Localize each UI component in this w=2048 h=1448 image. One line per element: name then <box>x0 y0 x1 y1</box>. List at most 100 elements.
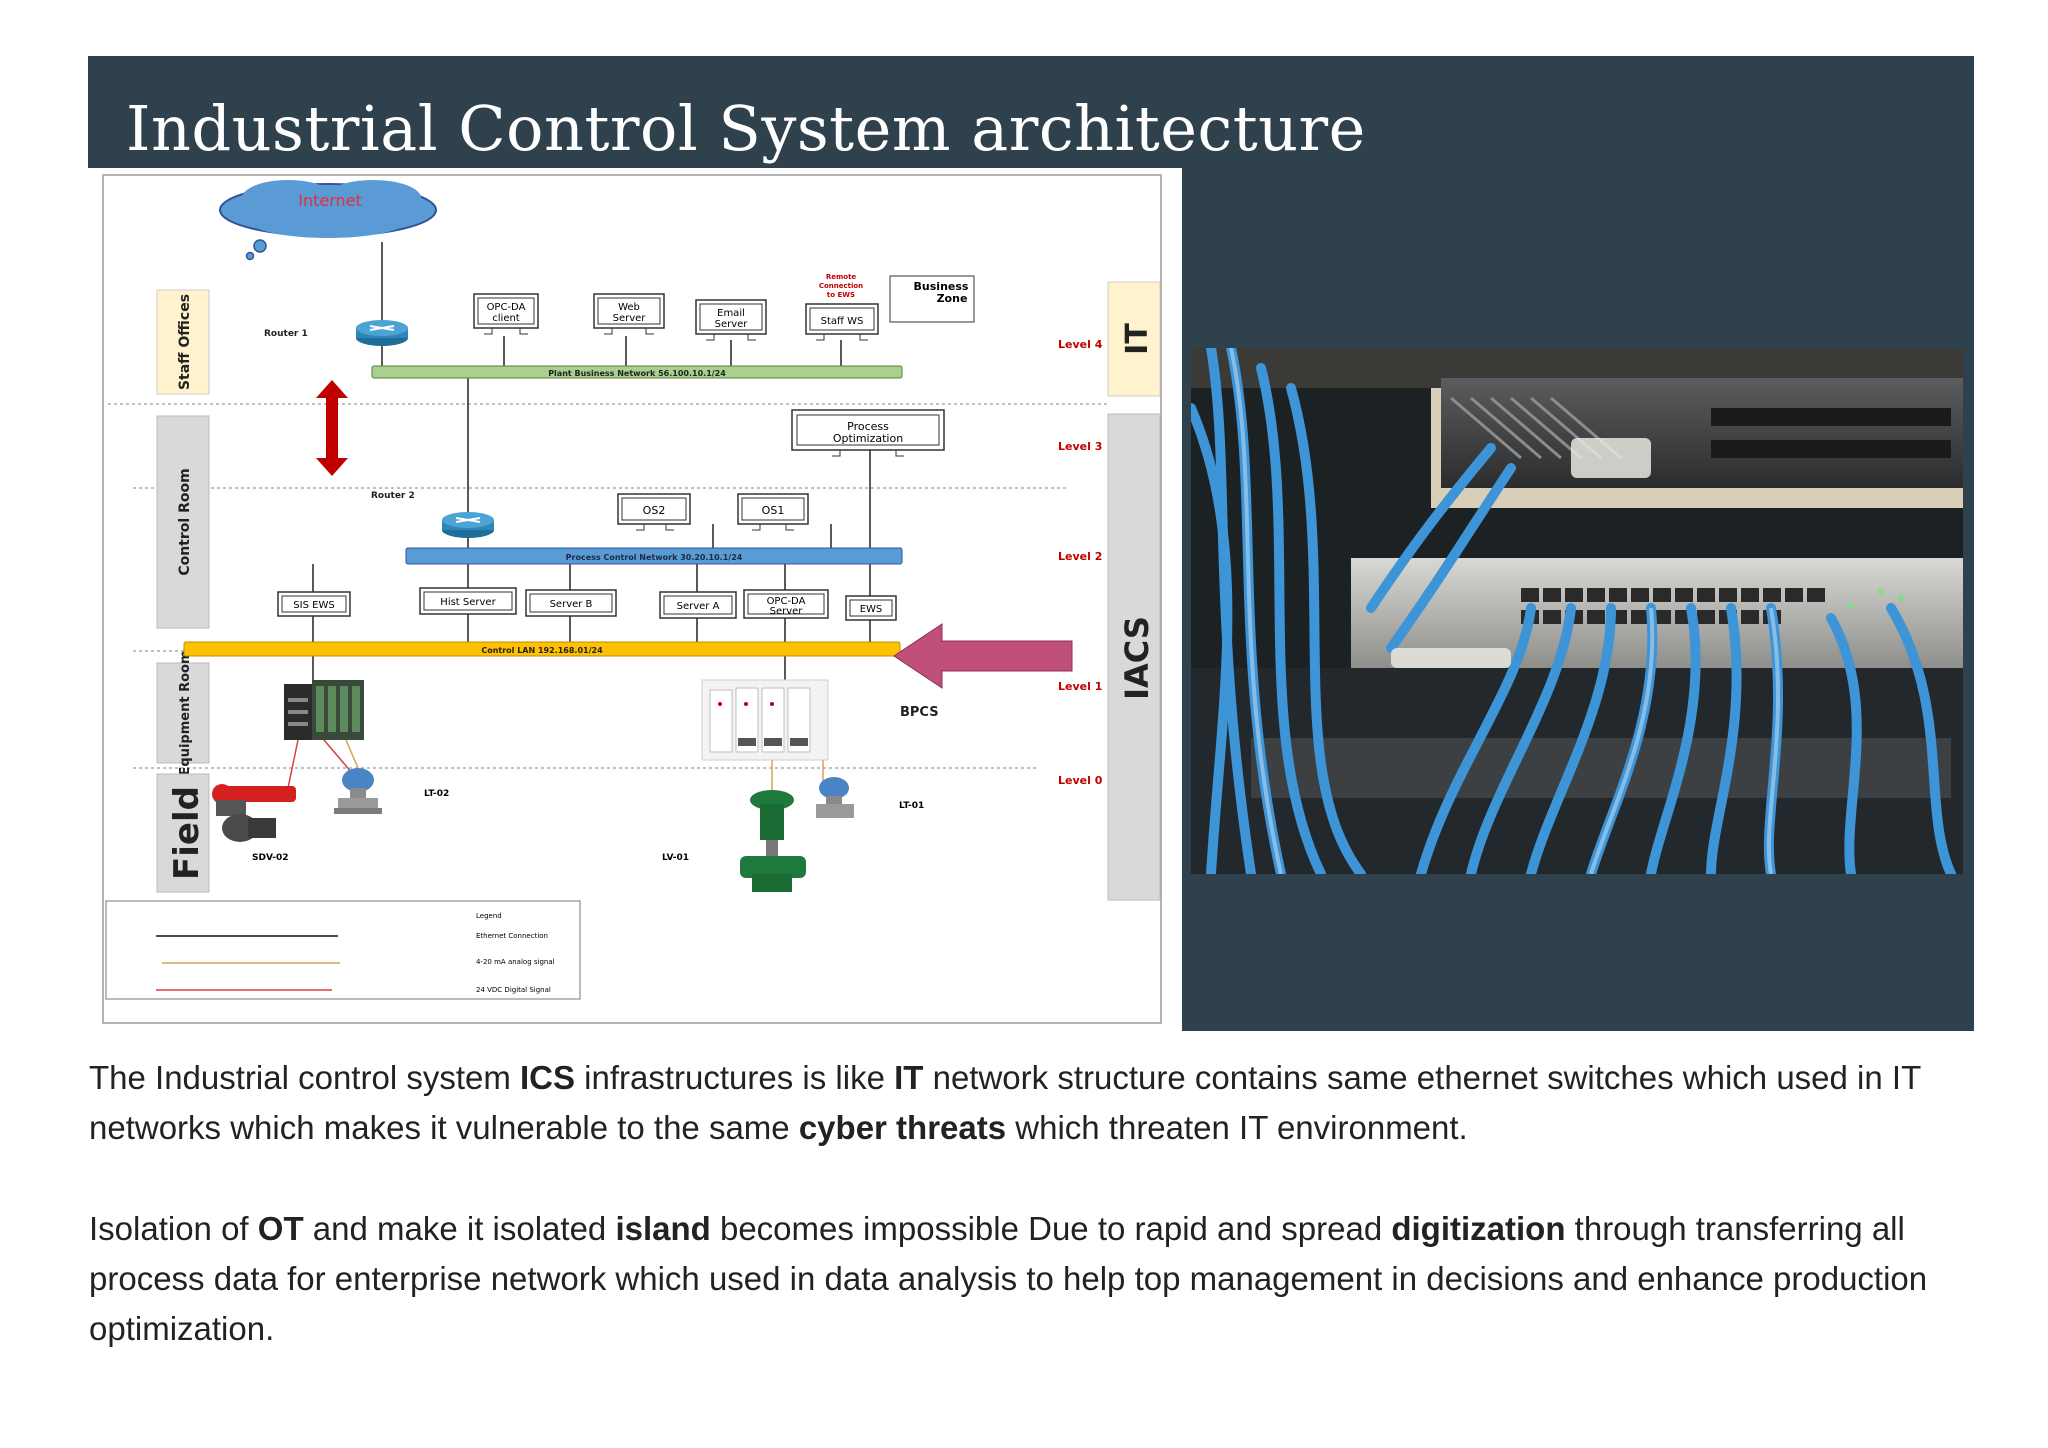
svg-text:EWS: EWS <box>860 604 883 615</box>
text-segment: becomes impossible Due to rapid and spre… <box>710 1210 1392 1247</box>
bold-term: IT <box>894 1059 924 1096</box>
svg-text:Process Control Network 30.20.: Process Control Network 30.20.10.1/24 <box>566 553 743 562</box>
control-lan-bus: Control LAN 192.168.01/24 <box>183 641 901 657</box>
level-2-label: Level 2 <box>1058 550 1102 563</box>
sis-controller-icon <box>284 680 364 740</box>
node-email-server: Email Server <box>695 299 767 341</box>
lt-02-transmitter-icon <box>334 768 382 814</box>
svg-text:Web: Web <box>618 302 640 313</box>
internet-cloud-icon <box>219 180 437 261</box>
legend-title: Legend <box>476 912 502 920</box>
zone-iacs: IACS <box>1107 413 1161 901</box>
svg-text:Remote: Remote <box>826 273 857 281</box>
legend-item-analog: 4-20 mA analog signal <box>476 958 555 966</box>
svg-text:Plant Business Network 56.100.: Plant Business Network 56.100.10.1/24 <box>548 369 726 378</box>
level-0-label: Level 0 <box>1058 774 1103 787</box>
svg-text:IACS: IACS <box>1118 616 1156 700</box>
svg-text:Control LAN 192.168.01/24: Control LAN 192.168.01/24 <box>481 646 603 655</box>
bpcs-controller-icon <box>701 679 829 761</box>
sdv-02-valve-icon <box>212 784 296 842</box>
router-1-icon <box>356 320 408 346</box>
internet-label: Internet <box>298 191 362 210</box>
lt-02-label: LT-02 <box>424 789 449 799</box>
svg-text:Zone: Zone <box>937 292 968 305</box>
node-opc-da-client: OPC-DA client <box>473 293 539 335</box>
sdv-02-label: SDV-02 <box>252 853 289 863</box>
level-4-label: Level 4 <box>1058 338 1103 351</box>
zone-equipment-room: Equipment Room <box>156 651 210 776</box>
text-segment: Isolation of <box>89 1210 258 1247</box>
svg-text:Optimization: Optimization <box>833 432 903 445</box>
node-ews: EWS <box>845 595 897 621</box>
router-2-icon <box>442 512 494 538</box>
network-rack-photo <box>1191 348 1963 874</box>
paragraph-ics-vulnerability: The Industrial control system ICS infras… <box>89 1053 1979 1153</box>
node-process-optimization: Process Optimization <box>791 409 945 457</box>
node-sis-ews: SIS EWS <box>277 591 351 617</box>
bpcs-label: BPCS <box>900 705 939 720</box>
node-os2: OS2 <box>617 493 691 531</box>
paragraph-ot-isolation: Isolation of OT and make it isolated isl… <box>89 1204 1979 1354</box>
lt-01-transmitter-icon <box>816 777 854 818</box>
svg-text:Server: Server <box>613 313 647 324</box>
svg-text:Control Room: Control Room <box>177 468 193 575</box>
bold-term: OT <box>257 1210 304 1247</box>
svg-text:Server B: Server B <box>550 599 593 610</box>
svg-text:OS2: OS2 <box>643 504 666 517</box>
level-1-label: Level 1 <box>1058 680 1102 693</box>
legend-item-ethernet: Ethernet Connection <box>476 932 548 940</box>
router-2-label: Router 2 <box>371 491 415 501</box>
text-segment: and make it isolated <box>303 1210 616 1247</box>
level-3-label: Level 3 <box>1058 440 1102 453</box>
level-labels: Level 4 Level 3 Level 2 Level 1 Level 0 <box>1058 338 1103 787</box>
zone-control-room: Control Room <box>156 415 210 629</box>
svg-text:Equipment Room: Equipment Room <box>178 651 193 776</box>
node-web-server: Web Server <box>593 293 665 335</box>
bold-term: digitization <box>1391 1210 1566 1247</box>
svg-text:OS1: OS1 <box>762 504 785 517</box>
bold-term: cyber threats <box>798 1109 1007 1146</box>
text-segment: infrastructures is like <box>575 1059 895 1096</box>
level-separators <box>108 403 1108 769</box>
svg-text:to EWS: to EWS <box>827 291 855 299</box>
svg-text:Field: Field <box>167 786 207 880</box>
node-server-b: Server B <box>525 589 617 617</box>
node-opc-da-server: OPC-DA Server <box>743 589 829 619</box>
router-1-label: Router 1 <box>264 329 308 339</box>
svg-text:Server: Server <box>770 606 804 617</box>
legend: Legend Ethernet Connection 4-20 mA analo… <box>105 900 581 1000</box>
svg-text:Server A: Server A <box>677 601 720 612</box>
node-os1: OS1 <box>737 493 809 531</box>
text-segment: which threaten IT environment. <box>1006 1109 1468 1146</box>
pink-arrow-icon <box>893 623 1073 689</box>
zone-staff-offices: Staff Offices <box>156 289 210 395</box>
svg-text:OPC-DA: OPC-DA <box>487 302 526 313</box>
svg-text:OPC-DA: OPC-DA <box>767 596 806 607</box>
svg-text:client: client <box>492 313 520 324</box>
lv-01-label: LV-01 <box>662 853 689 863</box>
red-double-arrow-icon <box>316 380 348 476</box>
legend-item-digital: 24 VDC Digital Signal <box>476 986 551 994</box>
node-hist-server: Hist Server <box>419 587 517 615</box>
plant-business-network-bus: Plant Business Network 56.100.10.1/24 <box>371 365 903 379</box>
process-control-network-bus: Process Control Network 30.20.10.1/24 <box>405 547 903 565</box>
svg-text:IT: IT <box>1120 323 1155 355</box>
text-segment: network structure contains same ethernet… <box>89 1059 1921 1146</box>
page-title: Industrial Control System architecture <box>126 92 1366 165</box>
svg-text:Hist Server: Hist Server <box>440 597 496 608</box>
svg-text:Business: Business <box>914 280 969 293</box>
node-staff-ws: Staff WS <box>805 303 879 341</box>
svg-text:Server: Server <box>715 319 749 330</box>
svg-text:Email: Email <box>717 308 745 319</box>
zone-it: IT <box>1107 281 1161 397</box>
zone-field: Field <box>156 773 210 893</box>
lt-01-label: LT-01 <box>899 801 924 811</box>
text-segment: The Industrial control system <box>89 1059 520 1096</box>
text-segment: through transferring all process data fo… <box>89 1210 1928 1347</box>
svg-text:Process: Process <box>847 420 889 433</box>
svg-text:Staff Offices: Staff Offices <box>177 294 193 390</box>
node-server-a: Server A <box>659 591 737 619</box>
svg-text:SIS EWS: SIS EWS <box>293 600 334 611</box>
svg-text:Connection: Connection <box>819 282 863 290</box>
bold-term: ICS <box>520 1059 576 1096</box>
